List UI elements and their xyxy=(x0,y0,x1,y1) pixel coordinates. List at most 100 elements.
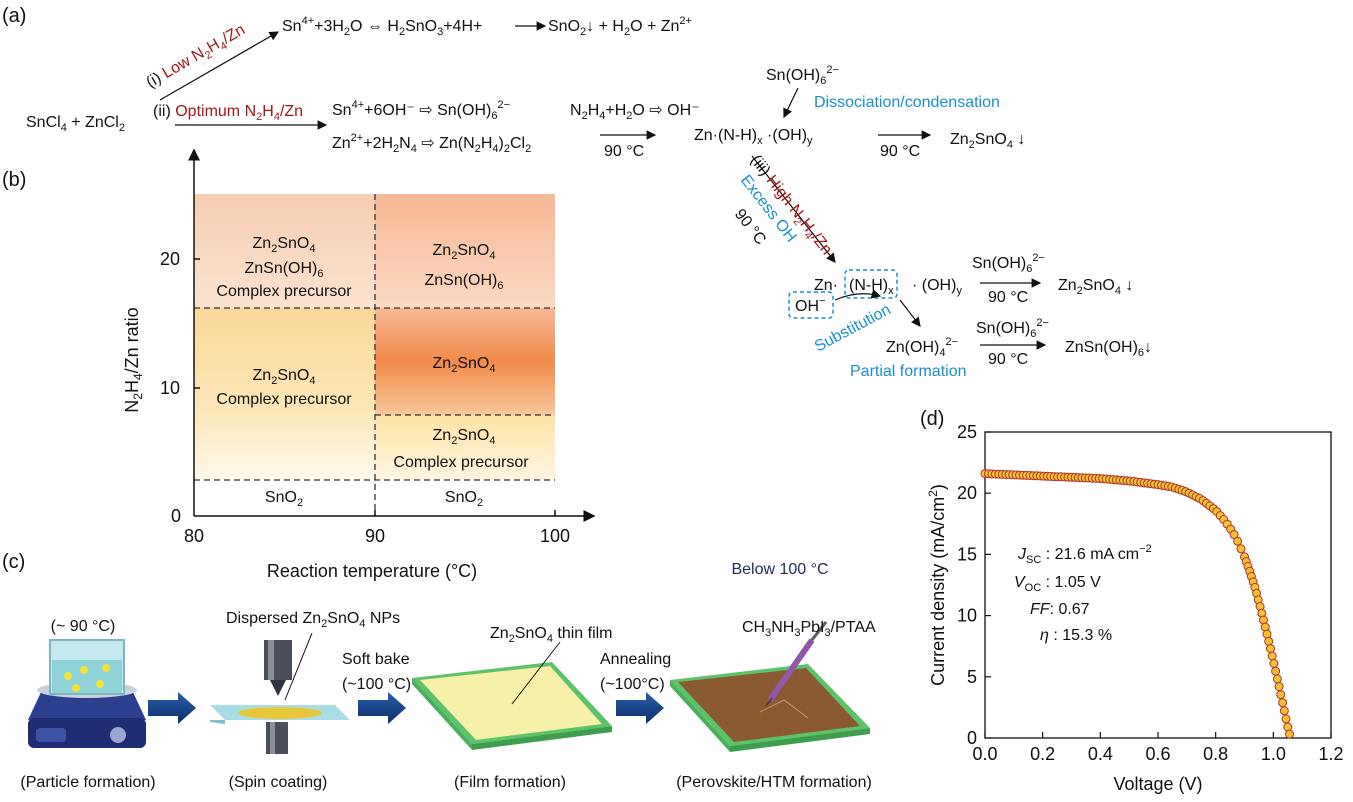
jv-ytick-label: 25 xyxy=(957,422,977,442)
jv-annot-eta: η : 15.3 % xyxy=(1040,627,1112,644)
svg-text:ZnSn(OH)6: ZnSn(OH)6 xyxy=(424,272,503,292)
region-low-right xyxy=(375,415,555,480)
jv-ytick-label: 20 xyxy=(957,483,977,503)
jv-ytick-label: 15 xyxy=(957,544,977,564)
phase-xtick-80: 80 xyxy=(184,526,204,546)
path-i-equation: Sn4++3H2O ⇔ H2SnO3+4H+ xyxy=(282,15,482,38)
product-zto-main: Zn2SnO4 ↓ xyxy=(950,131,1025,151)
temp-note: (~ 90 °C) xyxy=(51,618,116,635)
jv-point xyxy=(1236,544,1246,554)
jv-tick-labels: 0.0 0.2 0.4 0.6 0.8 1.0 1.2 0 5 10 15 20 25 xyxy=(957,422,1344,764)
path-ii-label: (ii) Optimum N2H4/Zn xyxy=(153,103,303,123)
region-lr-complex: Complex precursor xyxy=(393,454,529,471)
jv-point xyxy=(1264,636,1274,646)
jv-ytick-label: 10 xyxy=(957,606,977,626)
panel-c-label: (c) xyxy=(2,551,25,573)
svg-text:Zn2SnO4: Zn2SnO4 xyxy=(433,427,496,447)
jv-xtick-label: 0.8 xyxy=(1203,744,1228,764)
region-label-mid-left: Zn2SnO4 Complex precursor xyxy=(216,367,352,408)
svg-text:ZnSn(OH)6: ZnSn(OH)6 xyxy=(244,260,323,280)
cond-90-b: 90 °C xyxy=(880,143,920,160)
annealing-line1: Annealing xyxy=(600,651,671,668)
nh-group: (N-H)x xyxy=(849,277,894,297)
phase-xtick-90: 90 xyxy=(365,526,385,546)
jv-ytick-label: 0 xyxy=(967,728,977,748)
panel-d-label: (d) xyxy=(920,408,944,430)
jv-ytick-label: 5 xyxy=(967,667,977,687)
eq-zn-complex: Zn2++2H2N4 ⇨ Zn(N2H4)2Cl2 xyxy=(332,132,531,155)
process-arrow-2 xyxy=(358,692,406,724)
zn-oh4: Zn(OH)42− xyxy=(886,336,958,359)
oh-minus: OH− xyxy=(795,295,825,315)
product-zto-2: Zn2SnO4 ↓ xyxy=(1058,277,1133,297)
panel-b-label: (b) xyxy=(2,169,26,191)
annealing-line2: (~100°C) xyxy=(600,676,665,693)
step-perovskite-htm: (Perovskite/HTM formation) xyxy=(676,774,872,791)
soft-bake-line2: (~100 °C) xyxy=(342,676,411,693)
perovskite-label: CH3NH3PbI3/PTAA xyxy=(742,619,876,639)
jv-point xyxy=(1233,536,1243,546)
jv-annot-ff: FF: 0.67 xyxy=(1030,601,1090,618)
phase-ytick-0: 0 xyxy=(171,506,181,526)
arrow-to-zn-oh4 xyxy=(899,299,921,327)
process-arrow-3 xyxy=(616,692,664,724)
jv-xtick-label: 0.0 xyxy=(972,744,997,764)
phase-ticks xyxy=(194,258,556,516)
jv-xtick-label: 0.2 xyxy=(1030,744,1055,764)
jv-xlabel: Voltage (V) xyxy=(1113,774,1202,794)
substitution-label: Substitution xyxy=(812,301,894,355)
reactants: SnCl4 + ZnCl2 xyxy=(26,114,125,134)
partial-formation-label: Partial formation xyxy=(850,363,967,380)
jv-xtick-label: 1.0 xyxy=(1261,744,1286,764)
jv-point xyxy=(1281,714,1291,724)
step-film-formation: (Film formation) xyxy=(454,774,566,791)
region-ml-complex: Complex precursor xyxy=(216,391,352,408)
path-i-products: SnO2↓ + H2O + Zn2+ xyxy=(548,15,692,38)
spin-coater-illustration xyxy=(210,640,350,754)
thin-film-illustration xyxy=(412,662,612,750)
jv-xtick-label: 0.6 xyxy=(1145,744,1170,764)
jv-xtick-label: 0.4 xyxy=(1088,744,1113,764)
dispersed-label: Dispersed Zn2SnO4 NPs xyxy=(226,610,400,630)
step-spin-coating: (Spin coating) xyxy=(229,774,328,791)
oh-group: · (OH)y xyxy=(912,277,962,297)
process-arrow-1 xyxy=(148,692,196,724)
thin-film-label: Zn2SnO4 thin film xyxy=(490,625,613,645)
jv-point xyxy=(1274,682,1284,692)
svg-text:Zn2SnO4: Zn2SnO4 xyxy=(433,355,496,375)
jv-point xyxy=(1272,674,1282,684)
arrow-path-iii xyxy=(751,155,836,263)
arrow-sn-oh6-in xyxy=(783,87,799,119)
product-znsnoh6: ZnSn(OH)6↓ xyxy=(1065,339,1152,359)
phase-ytick-20: 20 xyxy=(160,249,180,269)
perovskite-film-illustration xyxy=(670,621,870,752)
jv-ylabel: Current density (mA/cm2) xyxy=(926,484,948,686)
region-label-low-right: Zn2SnO4 Complex precursor xyxy=(393,427,529,471)
phase-ylabel: N2H4/Zn ratio xyxy=(122,307,145,412)
arrow-path-i xyxy=(159,31,280,101)
region-label-mid-right: Zn2SnO4 xyxy=(433,355,496,375)
region-sno2-left: SnO2 xyxy=(265,489,303,509)
svg-text:Zn2SnO4: Zn2SnO4 xyxy=(253,235,316,255)
complex-zn-nh-oh: Zn·(N-H)x ·(OH)y xyxy=(694,127,813,147)
phase-ytick-10: 10 xyxy=(160,378,180,398)
jv-point xyxy=(1271,666,1281,676)
jv-point xyxy=(1269,659,1279,668)
jv-series-points xyxy=(980,469,1294,739)
hotplate-beaker-illustration xyxy=(28,639,146,748)
arrow-substitution xyxy=(834,289,882,301)
pointer-dispersed xyxy=(284,632,313,701)
jv-point xyxy=(1267,651,1277,661)
jv-annot-voc: VOC : 1.05 V xyxy=(1014,574,1101,594)
oh-minus-box xyxy=(788,291,834,319)
region-top-right xyxy=(375,194,555,308)
jv-xtick-label: 1.2 xyxy=(1318,744,1343,764)
complex-substituted: Zn· xyxy=(814,277,838,294)
phase-xlabel: Reaction temperature (°C) xyxy=(267,561,477,581)
sn-oh6-right1: Sn(OH)62− xyxy=(972,252,1045,275)
jv-axis-ticks xyxy=(984,431,1332,739)
pointer-thin-film xyxy=(511,641,561,705)
region-top-left xyxy=(194,194,375,308)
soft-bake-line1: Soft bake xyxy=(342,651,410,668)
